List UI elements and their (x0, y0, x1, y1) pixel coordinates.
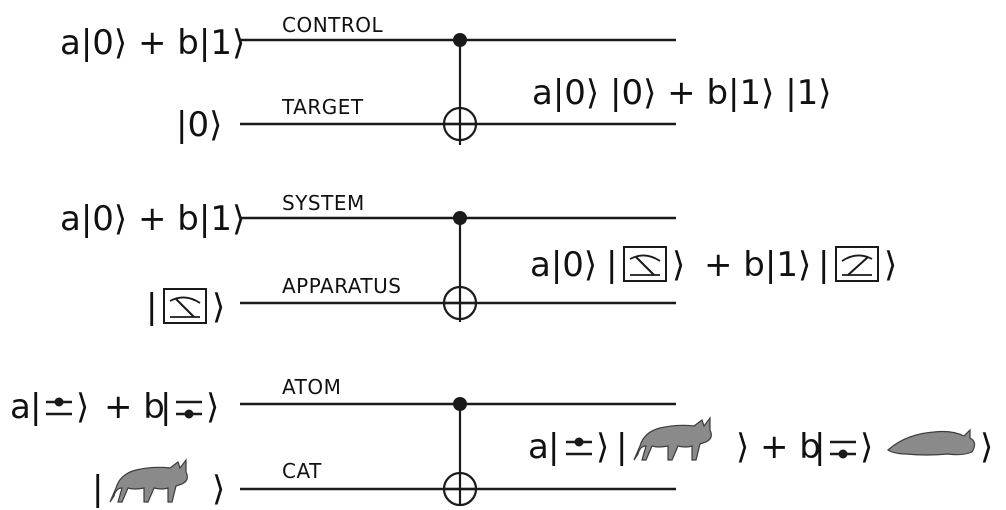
ket-open: | (92, 469, 103, 509)
atom-ground-icon (174, 400, 204, 420)
ket-open: | (814, 427, 825, 467)
input-bottom-state: |0⟩ (176, 105, 222, 145)
ket-open: | (146, 287, 157, 327)
output-coef-b: + b (760, 427, 821, 467)
ket-open: | (160, 387, 171, 427)
ket-close: ⟩ (76, 387, 89, 427)
ket-open: | (548, 427, 559, 467)
output-state: a|0⟩ |0⟩ + b|1⟩ |1⟩ (532, 73, 832, 113)
target-label: TARGET (281, 95, 364, 119)
output-term-a: a|0⟩ (530, 245, 597, 285)
cat-alive-icon (109, 459, 188, 503)
control-label: CONTROL (282, 13, 384, 37)
atom-ground-icon (828, 440, 858, 460)
meter-left-icon (623, 246, 667, 282)
system-input-state: a|0⟩ + b|1⟩ (60, 199, 245, 239)
ket-open: | (818, 245, 829, 285)
atom-coef-b: + b (104, 387, 165, 427)
ket-close: ⟩ (884, 245, 897, 285)
atom-coef-a: a (10, 387, 31, 427)
ket-close: ⟩ (212, 469, 225, 509)
output-term-b: + b|1⟩ (704, 245, 811, 285)
cat-dead-icon (887, 429, 976, 456)
cat-alive-icon (633, 417, 712, 461)
ket-open: | (616, 427, 627, 467)
meter-ready-icon (163, 288, 207, 324)
atom-excited-icon (44, 396, 74, 416)
atom-excited-icon (564, 436, 594, 456)
ket-close: ⟩ (212, 287, 225, 327)
ket-close: ⟩ (860, 427, 873, 467)
ket-close: ⟩ (206, 387, 219, 427)
ket-open: | (606, 245, 617, 285)
cat-label: CAT (282, 459, 322, 483)
panel-measurement: a|0⟩ + b|1⟩ | ⟩ SYSTEM APPARATUS a|0⟩ | … (60, 191, 897, 327)
ket-close: ⟩ (980, 427, 993, 467)
ket-close: ⟩ (736, 427, 749, 467)
atom-label: ATOM (282, 375, 341, 399)
ket-close: ⟩ (596, 427, 609, 467)
ket-close: ⟩ (672, 245, 685, 285)
meter-right-icon (835, 246, 879, 282)
panel-schrodinger-cat: a | ⟩ + b | ⟩ | ⟩ ATOM CAT a | ⟩ | ⟩ + b… (10, 375, 993, 509)
output-coef-a: a (528, 427, 549, 467)
apparatus-label: APPARATUS (282, 274, 401, 298)
ket-open: | (30, 387, 41, 427)
input-top-state: a|0⟩ + b|1⟩ (60, 23, 245, 63)
panel-cnot: a|0⟩ + b|1⟩ |0⟩ CONTROL TARGET a|0⟩ |0⟩ … (60, 13, 832, 145)
system-label: SYSTEM (282, 191, 365, 215)
